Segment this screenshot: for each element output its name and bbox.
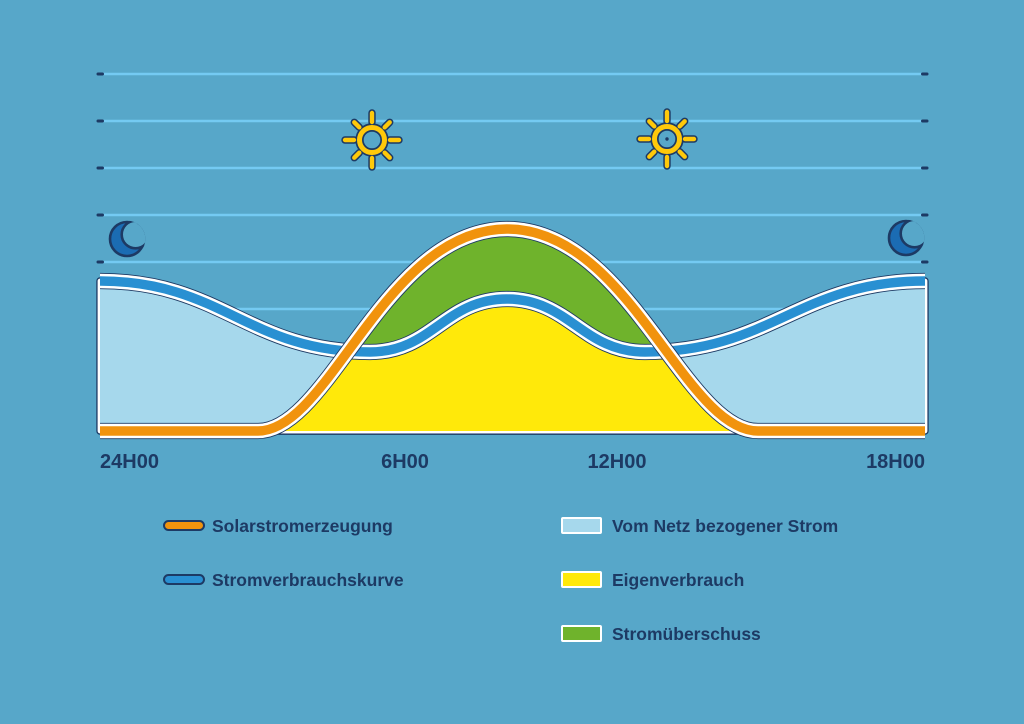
grid-power-swatch: [561, 517, 602, 534]
x-tick-6h00: 6H00: [381, 451, 429, 473]
surplus-swatch: [561, 625, 602, 642]
sun-icon: [636, 108, 698, 170]
consumption-curve: [99, 272, 926, 361]
legend-label: Stromüberschuss: [612, 624, 761, 644]
legend-label: Eigenverbrauch: [612, 570, 745, 590]
solar-curve: [100, 220, 925, 440]
legend-label: Solarstromerzeugung: [212, 516, 393, 536]
legend-label: Stromverbrauchskurve: [212, 570, 404, 590]
moon-icon: [887, 219, 925, 257]
x-tick-12h00: 12H00: [587, 451, 647, 473]
sun-icon: [341, 109, 403, 171]
self-consumption-swatch: [561, 571, 602, 588]
legend-label: Vom Netz bezogener Strom: [612, 516, 839, 536]
x-tick-24h00: 24H00: [100, 451, 159, 473]
consumption-line-swatch: [163, 574, 205, 585]
solar-line-swatch: [163, 520, 205, 531]
x-tick-18h00: 18H00: [866, 451, 925, 473]
moon-icon: [108, 220, 146, 258]
